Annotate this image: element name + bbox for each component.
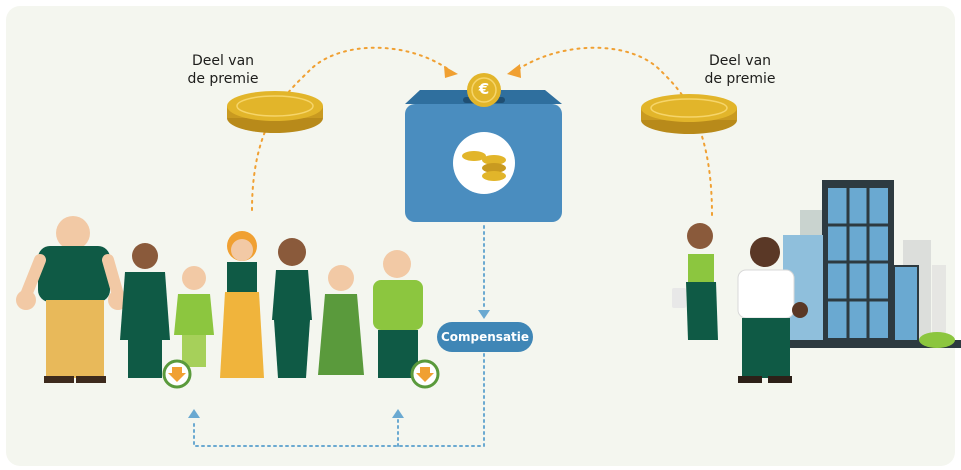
person-elderly-man <box>16 216 128 383</box>
premium-flow-left <box>251 46 453 211</box>
premium-share-label-left: Deel van de premie <box>168 52 278 88</box>
person-woman-dark-green <box>272 238 312 378</box>
compensation-badge: Compensatie <box>437 322 533 352</box>
decrease-badge-left <box>162 359 192 389</box>
compensation-arrowhead-left <box>188 409 200 418</box>
coin-left <box>227 91 323 133</box>
decrease-badge-right <box>410 359 440 389</box>
premium-label-left-line2: de premie <box>187 71 259 87</box>
employer-people-group <box>672 223 808 383</box>
person-woman-light-green <box>174 266 214 367</box>
compensation-flow-return <box>193 353 485 447</box>
premium-label-right-line1: Deel van <box>708 53 772 69</box>
person-man-green-jacket <box>373 250 423 378</box>
coin-right <box>641 94 737 134</box>
insured-people-group <box>16 216 440 389</box>
euro-icon: € <box>478 80 490 98</box>
premium-flow-right <box>513 46 713 216</box>
office-building <box>780 180 961 348</box>
person-woman-clipboard <box>672 223 718 340</box>
person-woman-redhead <box>220 231 264 378</box>
compensation-arrowhead-down <box>478 310 490 319</box>
money-box <box>405 73 562 222</box>
premium-label-left-line1: Deel van <box>191 53 255 69</box>
premium-arrowhead-left <box>444 66 458 78</box>
person-woman-dotted-dress <box>120 243 170 378</box>
premium-arrowhead-right <box>507 64 521 78</box>
premium-label-right-line2: de premie <box>704 71 776 87</box>
person-man-white-shirt <box>737 237 808 383</box>
premium-share-label-right: Deel van de premie <box>685 52 795 88</box>
compensation-arrowhead-right <box>392 409 404 418</box>
person-woman-star-dress <box>318 265 364 375</box>
